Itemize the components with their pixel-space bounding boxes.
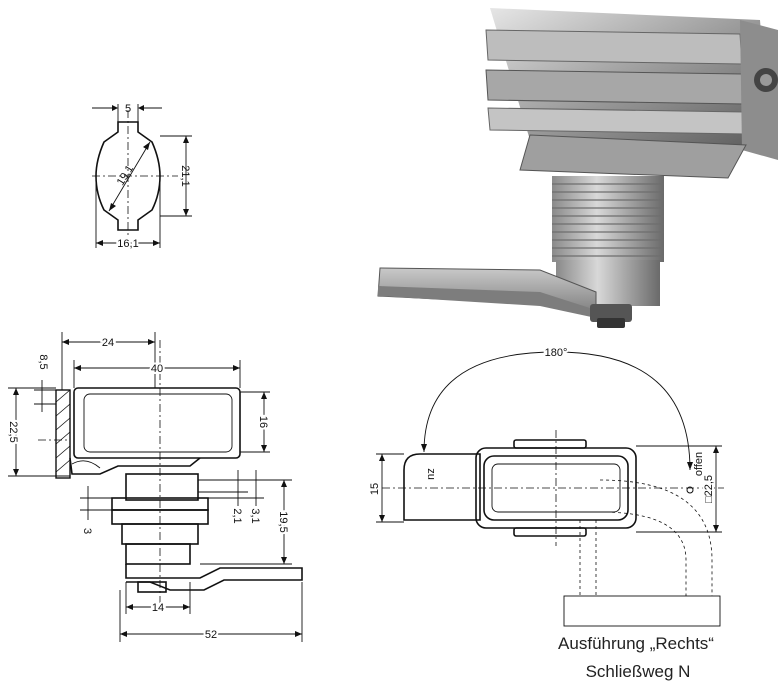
lock-photo: [377, 8, 778, 328]
dim-2-1: 2,1: [231, 508, 243, 523]
dim-40: 40: [151, 363, 163, 375]
dim-14: 14: [152, 602, 164, 614]
caption-line-1: Ausführung „Rechts“: [558, 634, 714, 653]
dim-15: 15: [369, 483, 381, 495]
dim-16: 16: [257, 416, 269, 428]
dim-profile-height: 21,1: [179, 165, 191, 186]
dim-22-5-square: □22,5: [703, 475, 715, 503]
dim-3: 3: [81, 528, 93, 534]
label-closed: zu: [425, 468, 437, 480]
caption-line-2: Schließweg N: [586, 662, 691, 681]
dim-24: 24: [102, 337, 114, 349]
dim-19-5: 19,5: [277, 511, 289, 532]
dim-3-1: 3,1: [249, 508, 261, 523]
label-open: offen: [693, 452, 705, 476]
angle-180: 180°: [545, 347, 568, 359]
top-view: [92, 104, 192, 248]
dim-profile-width: 16,1: [117, 238, 138, 250]
dim-diameter: 19,1: [115, 163, 137, 188]
swing-view: [376, 351, 724, 627]
dim-52: 52: [205, 629, 217, 641]
dim-slot-width: 5: [125, 103, 131, 115]
dim-8-5: 8,5: [37, 354, 49, 369]
dim-22-5: 22,5: [7, 421, 19, 442]
side-view: [8, 332, 303, 642]
